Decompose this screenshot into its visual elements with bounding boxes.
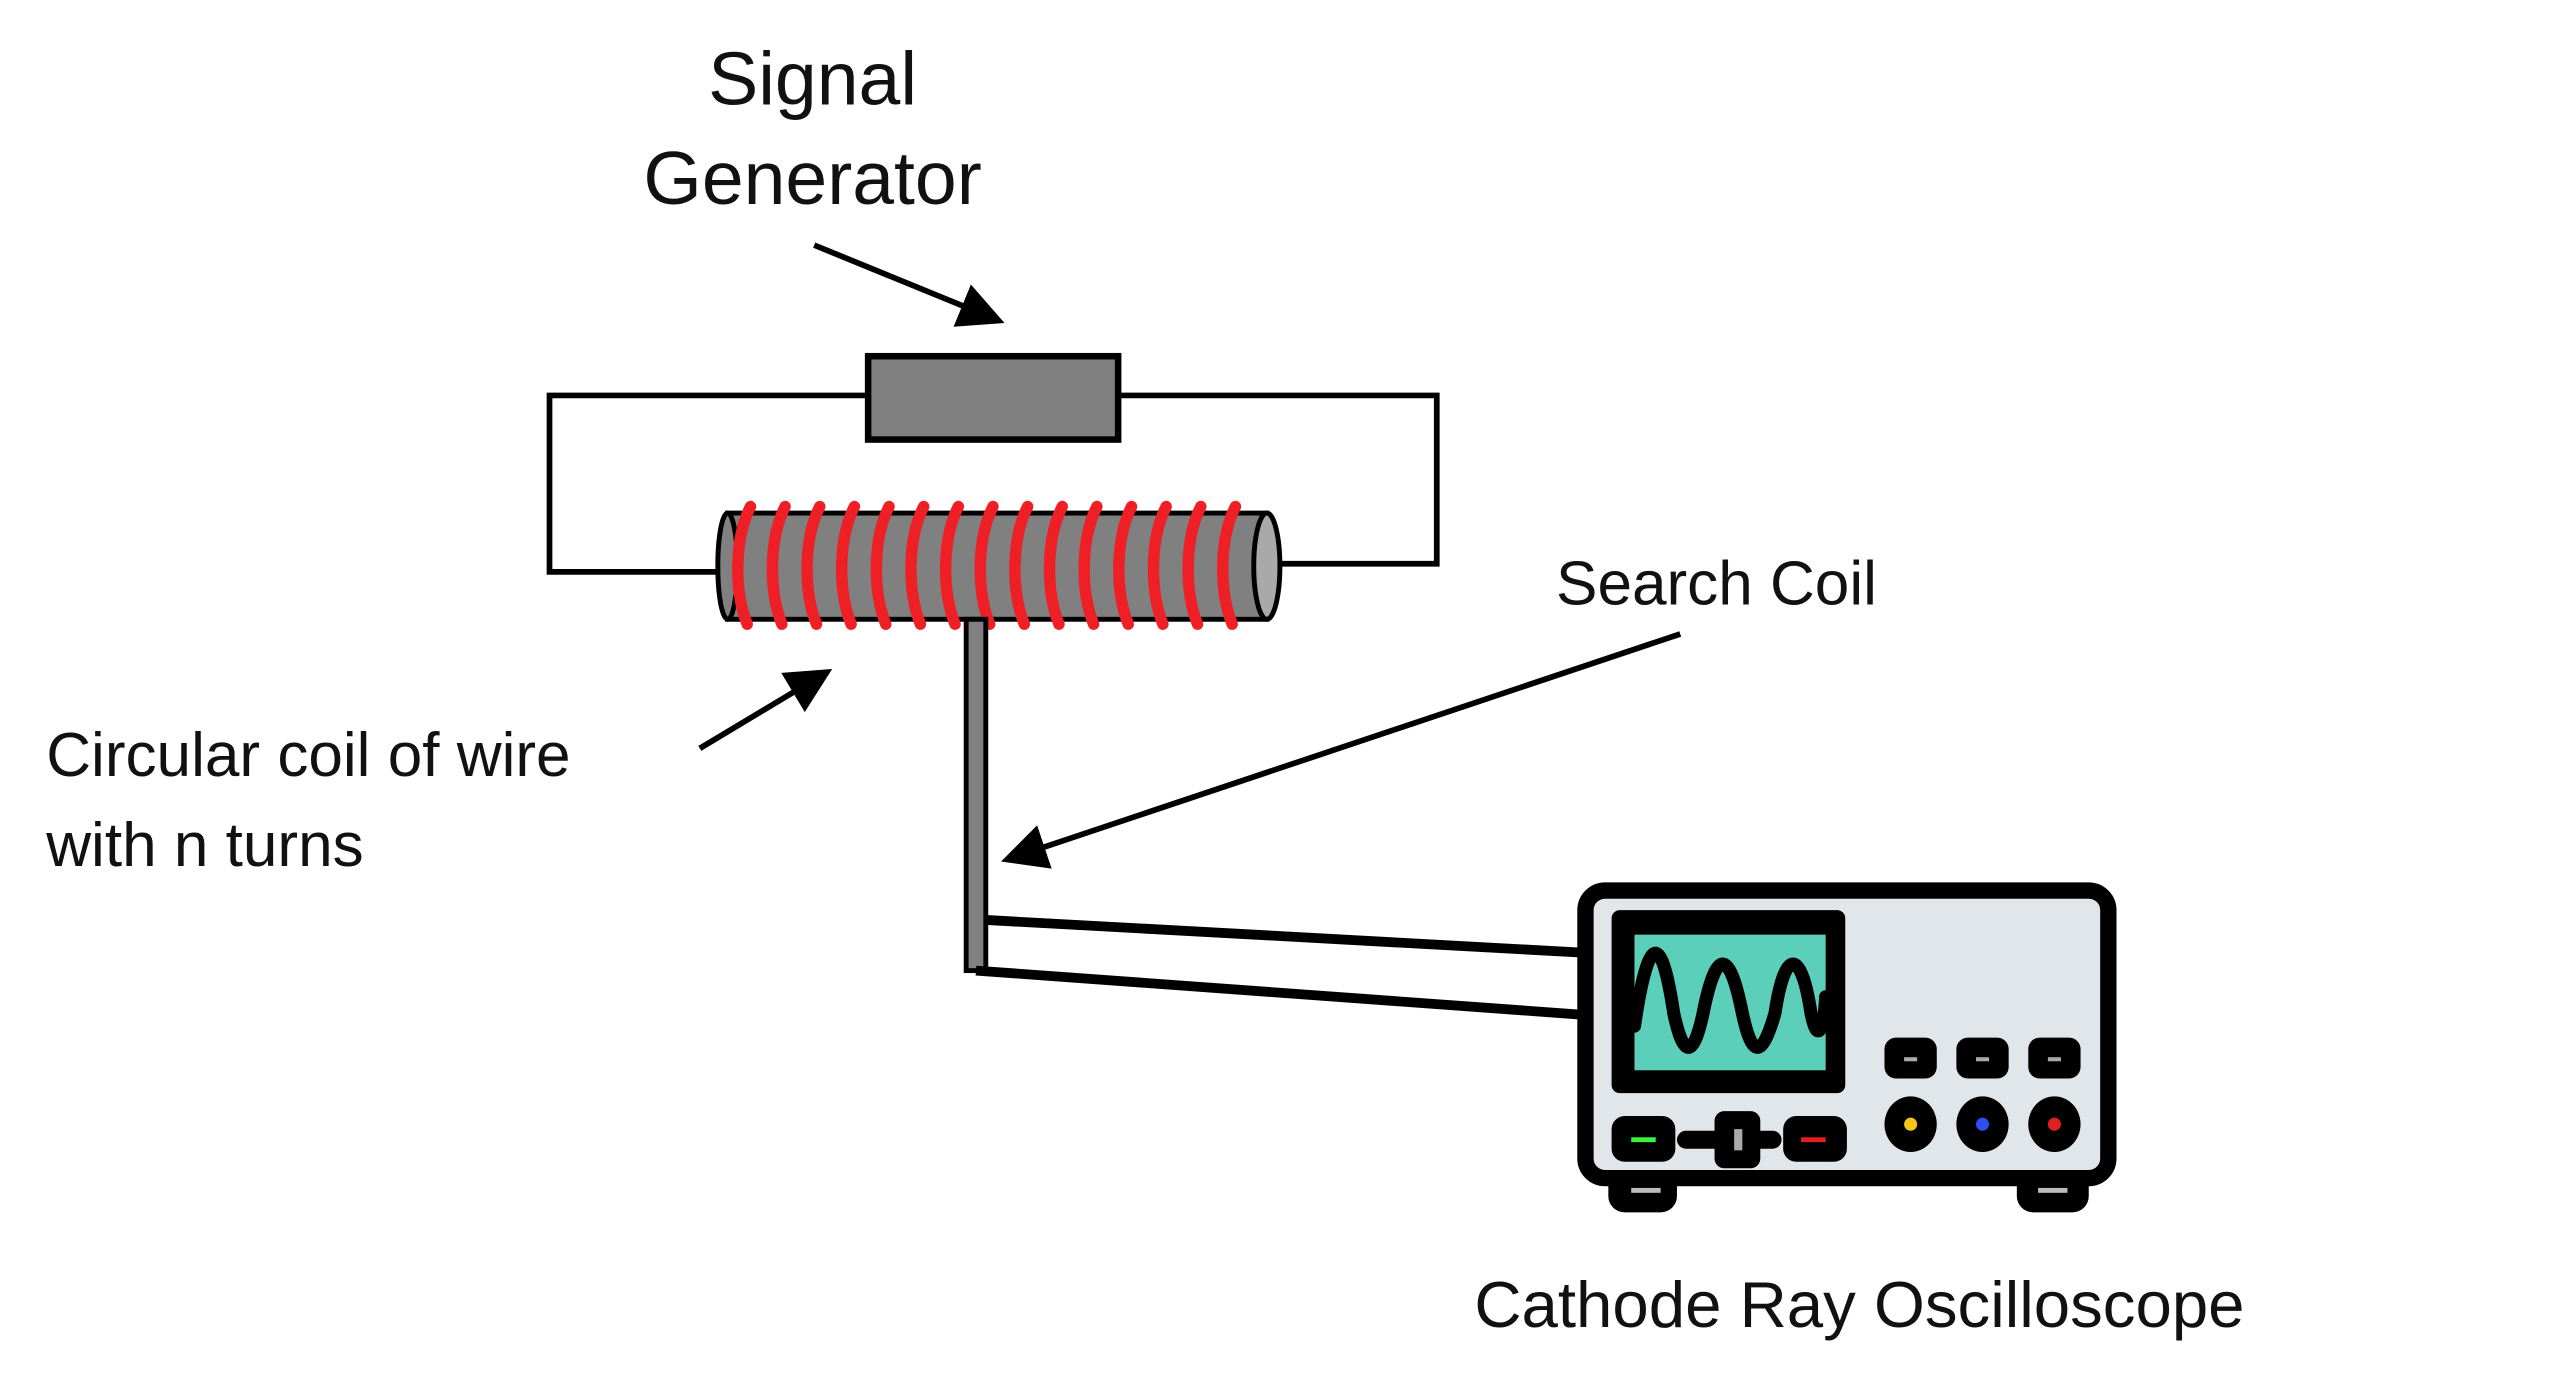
waveform <box>1627 946 1833 1054</box>
solenoid-end-cap <box>1251 510 1283 622</box>
oscilloscope-slider <box>1611 1111 1847 1169</box>
coil-turn <box>732 500 757 630</box>
circular-coil-label-line1: Circular coil of wire <box>46 721 570 790</box>
signal-generator-label-line2: Generator <box>643 136 981 220</box>
coil-turn <box>1182 500 1207 630</box>
coil-turn <box>870 500 895 630</box>
oscilloscope-leads <box>975 915 1583 1020</box>
coil-turn <box>1217 500 1242 630</box>
oscilloscope-knobs <box>1884 1096 2081 1152</box>
circular-coil-label-line2: with n turns <box>45 811 363 880</box>
coil-turn <box>1147 500 1172 630</box>
oscilloscope <box>1577 882 2117 1213</box>
coil-turn <box>766 500 791 630</box>
coil-turn <box>1043 500 1068 630</box>
coil-turn <box>836 500 861 630</box>
signal-generator-label-line1: Signal <box>708 37 917 121</box>
signal-generator-arrow <box>813 242 1005 327</box>
search-coil-rod <box>963 616 989 974</box>
coil-turns <box>732 500 1242 630</box>
oscilloscope-label: Cathode Ray Oscilloscope <box>1474 1268 2244 1341</box>
search-coil-label: Search Coil <box>1556 550 1877 619</box>
coil-turn <box>974 500 999 630</box>
oscilloscope-buttons <box>1884 1037 2081 1079</box>
solenoid-coil <box>715 500 1283 630</box>
coil-turn <box>1078 500 1103 630</box>
coil-turn <box>905 500 930 630</box>
signal-generator <box>864 352 1122 443</box>
coil-turn <box>939 500 965 630</box>
coil-turn <box>801 500 826 630</box>
coil-turn <box>1009 500 1034 630</box>
circular-coil-arrow <box>698 668 833 751</box>
coil-turn <box>1113 500 1138 630</box>
search-coil-arrow <box>1001 631 1682 869</box>
circuit-wires <box>546 392 1440 575</box>
